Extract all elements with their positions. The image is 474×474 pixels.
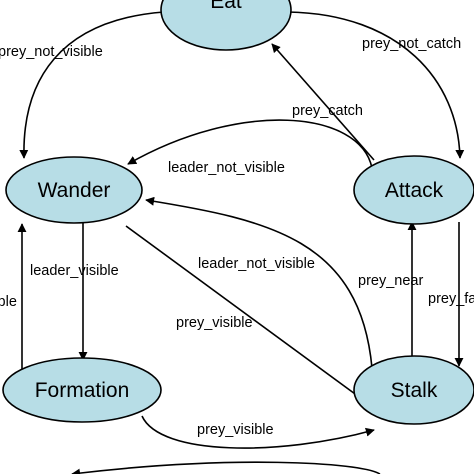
label-formation-to-stalk: prey_visible <box>197 422 274 438</box>
edge-formation-to-stalk <box>141 415 375 449</box>
edge-eat-to-wander <box>19 11 165 159</box>
node-stalk: Stalk <box>353 355 474 425</box>
edge-attack-to-eat <box>271 43 375 161</box>
edge-eat-to-attack <box>287 11 465 159</box>
edge-stalk-to-wander <box>145 196 373 369</box>
node-eat: Eat <box>160 0 292 51</box>
label-stalk-to-attack: prey_near <box>358 273 423 289</box>
label-wander-to-stalk: prey_visible <box>176 315 253 331</box>
node-attack-label: Attack <box>385 179 444 202</box>
label-attack-to-stalk: prey_far <box>428 291 474 307</box>
edge-bottom-stalk-to-formation <box>71 461 381 474</box>
node-eat-label: Eat <box>210 0 242 13</box>
node-wander-label: Wander <box>38 179 111 202</box>
node-formation: Formation <box>2 357 162 423</box>
label-attack-to-eat: prey_catch <box>292 103 363 119</box>
label-eat-to-attack: prey_not_catch <box>362 36 461 52</box>
edge-attack-to-wander <box>127 119 373 169</box>
node-attack: Attack <box>353 155 474 225</box>
label-attack-to-wander: leader_not_visible <box>168 160 285 176</box>
node-stalk-label: Stalk <box>391 379 438 402</box>
label-stalk-to-wander: leader_not_visible <box>198 256 315 272</box>
node-wander: Wander <box>5 156 143 224</box>
label-formation-to-wander: leader_not_visible <box>0 294 17 310</box>
edge-wander-to-stalk <box>125 225 367 403</box>
label-eat-to-wander: prey_not_visible <box>0 44 103 60</box>
node-formation-label: Formation <box>35 379 130 402</box>
label-wander-to-formation: leader_visible <box>30 263 119 279</box>
